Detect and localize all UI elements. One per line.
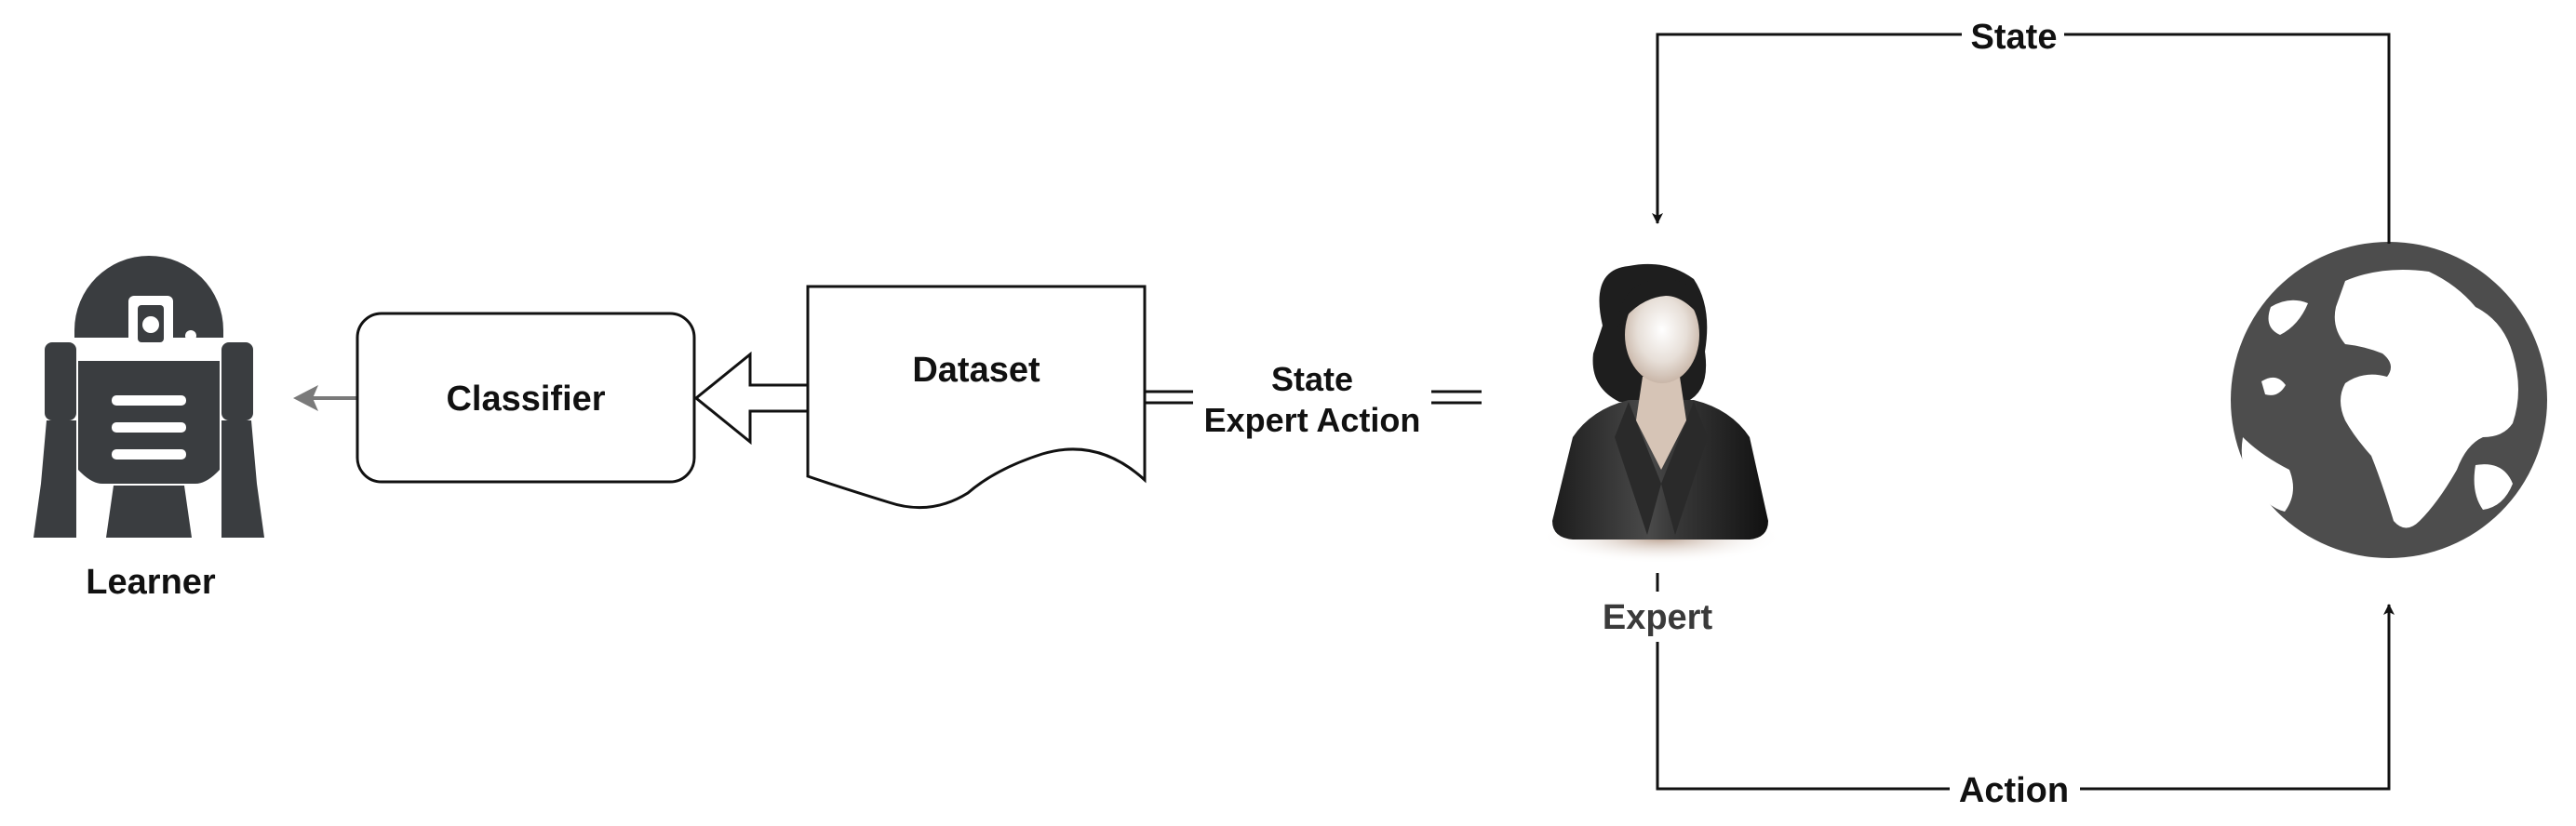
dataset-expert-link <box>1145 390 1482 405</box>
link-label-state: State <box>1271 360 1353 398</box>
globe-icon <box>2231 242 2547 558</box>
action-label-bg <box>1950 770 2080 809</box>
state-loop-arrow <box>1652 33 2391 244</box>
robot-icon <box>34 256 264 538</box>
classifier-label: Classifier <box>446 380 605 419</box>
link-label-expert-action: Expert Action <box>1204 401 1421 439</box>
learner-label: Learner <box>86 563 216 602</box>
classifier-to-learner-arrow <box>293 385 357 411</box>
state-loop-label: State <box>1971 18 2058 57</box>
classifier-box <box>356 312 696 484</box>
businesswoman-icon <box>1540 263 1782 564</box>
action-loop-label: Action <box>1959 771 2069 810</box>
dataset-label: Dataset <box>912 351 1040 390</box>
dataset-document <box>806 285 1147 510</box>
expert-label: Expert <box>1603 598 1713 637</box>
action-loop-arrow <box>1656 573 2395 791</box>
dataset-to-classifier-arrow <box>693 351 808 446</box>
state-label-bg <box>1962 17 2064 54</box>
